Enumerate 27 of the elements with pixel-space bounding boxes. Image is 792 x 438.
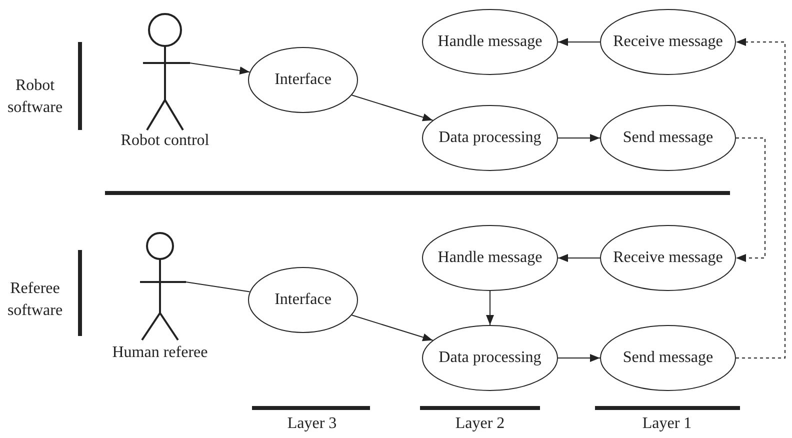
use-case-label: Handle message xyxy=(436,32,544,52)
arrow xyxy=(558,134,600,142)
group-label: Robot software xyxy=(6,76,64,118)
arrow xyxy=(351,314,434,342)
use-case-label: Interface xyxy=(274,290,332,310)
arrow xyxy=(486,290,494,326)
arrow xyxy=(558,354,600,362)
arrow xyxy=(558,38,600,46)
group-label: Referee software xyxy=(6,279,64,321)
use-case-label: Receive message xyxy=(612,248,724,268)
use-case-label: Data processing xyxy=(438,348,542,368)
use-case-label: Handle message xyxy=(436,248,544,268)
actor-label: Robot control xyxy=(120,131,210,151)
use-case-label: Send message xyxy=(622,348,714,368)
arrow xyxy=(351,94,434,122)
arrow xyxy=(558,254,600,262)
actor-label: Human referee xyxy=(111,343,209,363)
use-case-label: Receive message xyxy=(612,32,724,52)
use-case-label: Send message xyxy=(622,128,714,148)
layer-label: Layer 1 xyxy=(641,414,693,434)
layer-label: Layer 2 xyxy=(454,414,506,434)
use-case-label: Interface xyxy=(274,70,332,90)
arrow xyxy=(736,138,766,262)
use-case-label: Data processing xyxy=(438,128,542,148)
layer-label: Layer 3 xyxy=(286,414,338,434)
arrow xyxy=(736,38,786,358)
arrow xyxy=(190,62,250,74)
